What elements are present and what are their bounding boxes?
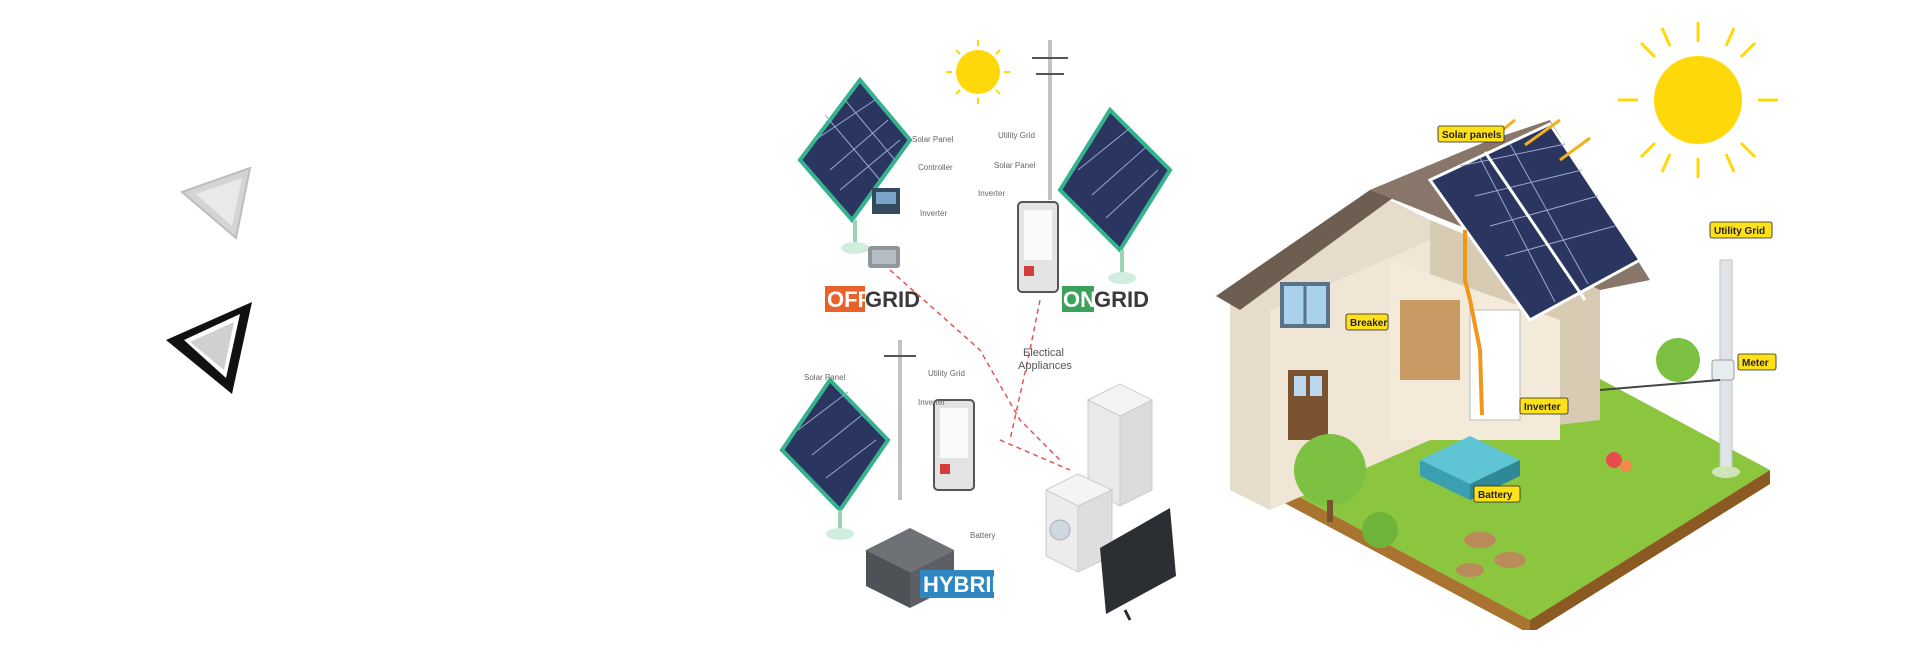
utility-pole-icon xyxy=(1032,40,1068,200)
appliances-label-line2: Appliances xyxy=(1018,360,1072,372)
hybrid-label-battery: Battery xyxy=(970,531,995,540)
grid-types-diagram: Solar Panel Controller Inverter OFF GRID… xyxy=(779,40,1176,621)
ongrid-label-solar-panel: Solar Panel xyxy=(994,161,1036,170)
hybrid-title: HYBRID xyxy=(923,572,1007,597)
inverter-icon xyxy=(868,246,900,268)
ongrid-label-utility-grid: Utility Grid xyxy=(998,131,1035,140)
inverter-icon xyxy=(1017,201,1059,293)
controller-icon xyxy=(872,188,900,214)
tag-meter: Meter xyxy=(1742,358,1769,369)
solar-system-illustration: Solar Panel Controller Inverter OFF GRID… xyxy=(779,22,1778,630)
appliances-label-line1: Electical xyxy=(1023,347,1064,359)
tag-solar-panels: Solar panels xyxy=(1442,130,1502,141)
hybrid-label-solar-panel: Solar Panel xyxy=(804,373,846,382)
hybrid-label-inverter: Inverter xyxy=(918,398,945,407)
solar-panel-icon xyxy=(779,376,891,540)
solar-panel-icon xyxy=(1427,122,1643,322)
solar-panel-icon xyxy=(1057,106,1173,284)
ongrid-title-grid: GRID xyxy=(1094,287,1149,312)
sun-icon xyxy=(946,40,1010,104)
tag-inverter: Inverter xyxy=(1524,402,1561,413)
solar-house-diagram: Solar panels Utility Grid Breaker Meter … xyxy=(1216,22,1778,630)
offgrid-title-off: OFF xyxy=(827,287,871,312)
solar-panel-icon xyxy=(797,76,913,254)
hybrid-label-utility-grid: Utility Grid xyxy=(928,369,965,378)
offgrid-title-grid: GRID xyxy=(865,287,920,312)
sun-icon xyxy=(1618,22,1778,178)
next-arrow-button[interactable] xyxy=(160,290,270,410)
tag-battery: Battery xyxy=(1478,490,1513,501)
ongrid-title-on: ON xyxy=(1063,287,1096,312)
previous-arrow-button[interactable] xyxy=(176,160,266,250)
tag-utility-grid: Utility Grid xyxy=(1714,226,1765,237)
television-icon xyxy=(1100,508,1176,621)
tag-breaker: Breaker xyxy=(1350,318,1387,329)
offgrid-label-inverter: Inverter xyxy=(920,209,947,218)
inverter-icon xyxy=(933,399,975,491)
play-left-outlined-icon xyxy=(166,302,252,394)
offgrid-label-controller: Controller xyxy=(918,163,953,172)
play-left-light-icon xyxy=(180,166,252,240)
utility-pole-icon xyxy=(884,340,916,500)
meter-icon xyxy=(1711,359,1735,381)
ongrid-label-inverter: Inverter xyxy=(978,189,1005,198)
offgrid-label-solar-panel: Solar Panel xyxy=(912,135,954,144)
refrigerator-icon xyxy=(1086,383,1154,507)
